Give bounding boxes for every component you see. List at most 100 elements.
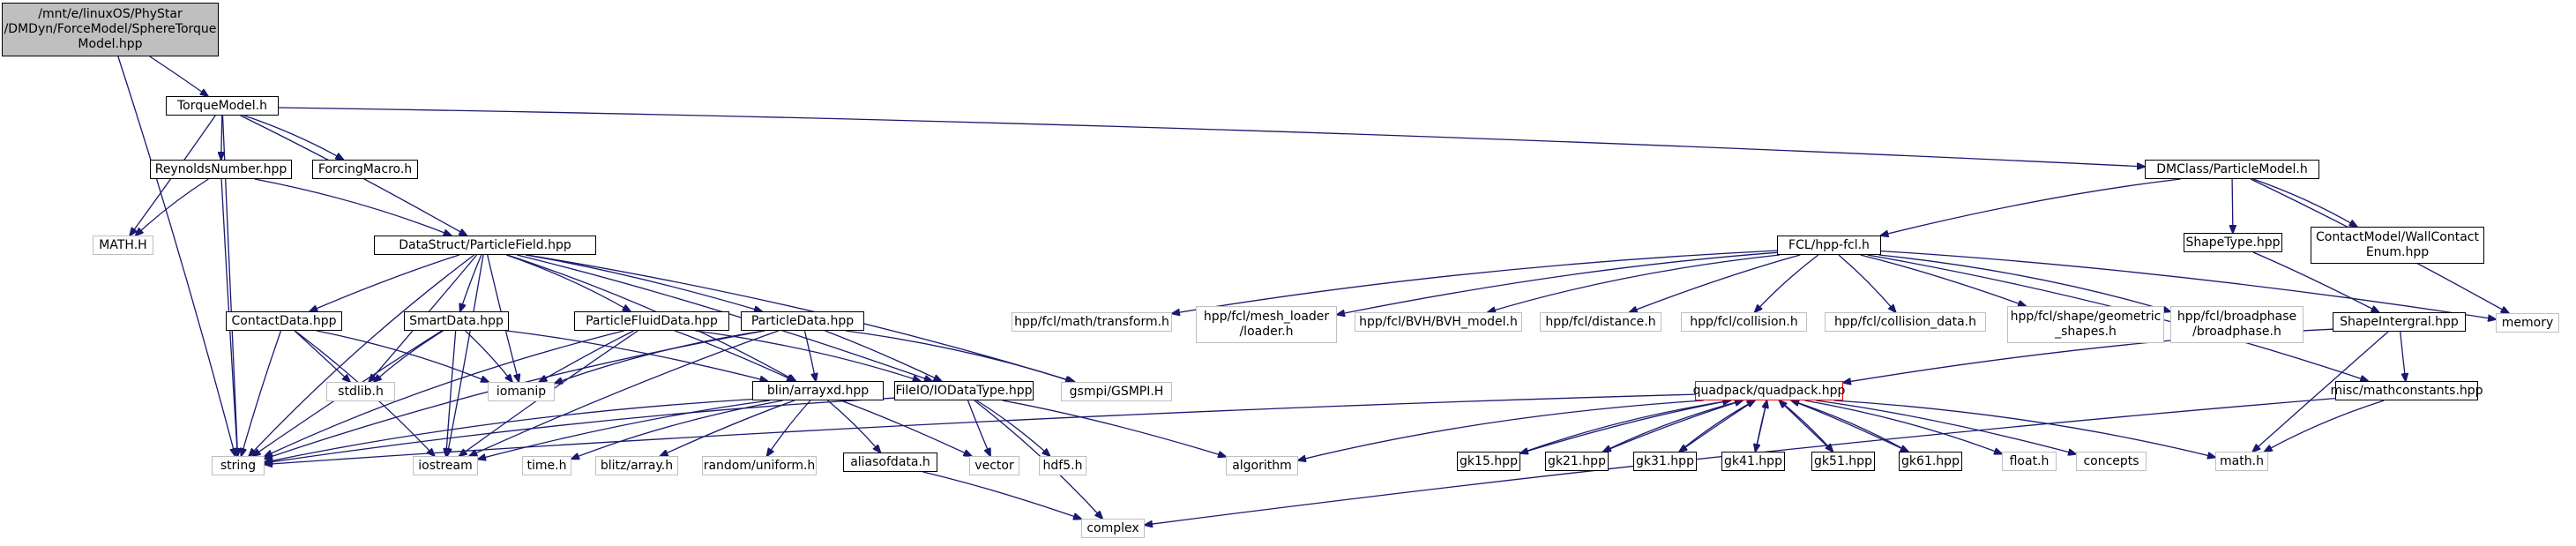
graph-node-bvh[interactable]: hpp/fcl/BVH/BVH_model.h [1355,312,1522,332]
edge-fcl-to-broadphase [1878,254,2171,311]
edge-quadpack-to-gk61 [1790,400,1908,452]
edge-fcl-to-bvh [1488,254,1781,312]
edge-fcl-to-transform [1172,250,1778,313]
graph-node-fcl[interactable]: FCL/hpp-fcl.h [1777,236,1881,255]
graph-node-stdlib[interactable]: stdlib.h [326,382,395,401]
edge-contact-to-string [242,330,282,456]
edge-pfield-to-smart [460,254,482,311]
graph-node-iostream[interactable]: iostream [413,456,478,475]
edge-dmclass-to-shapetype [2232,178,2233,233]
graph-node-shapetype[interactable]: ShapeType.hpp [2184,233,2282,252]
edge-blin-to-aliasof [827,400,881,453]
edge-root-to-string [117,56,235,456]
graph-node-torque[interactable]: TorqueModel.h [166,96,279,116]
edge-quadpack-to-gk15 [1520,400,1731,453]
edge-fcl-to-colldata [1838,254,1896,312]
edge-gk15-to-quadpack [1519,400,1730,454]
edge-pdata-to-iostream [469,330,780,456]
graph-node-gk41[interactable]: gk41.hpp [1721,452,1785,471]
edge-fileio-to-string [265,397,895,463]
graph-node-forcing[interactable]: ForcingMacro.h [312,160,418,179]
edge-gk31-to-quadpack [1678,400,1755,453]
graph-node-concepts[interactable]: concepts [2076,452,2147,471]
edge-quadpack-to-floath [1804,400,2002,454]
edge-pfluid-to-iomanip [539,330,634,382]
graph-node-distance[interactable]: hpp/fcl/distance.h [1540,312,1661,332]
graph-node-blitz[interactable]: blitz/array.h [595,456,678,475]
edge-dmclass-to-wallcontact [2252,178,2357,227]
edge-pdata-to-gsmpi [845,330,1073,382]
edge-mathconst-to-mathh [2265,400,2385,452]
edge-reynolds-to-mathH [136,178,209,236]
edge-torque-to-dmclass [278,107,2145,167]
edge-smart-to-blin [506,330,768,381]
edge-fileio-to-vector [967,400,991,456]
graph-node-collision[interactable]: hpp/fcl/collision.h [1681,312,1807,332]
graph-node-fileio[interactable]: FileIO/IODataType.hpp [894,381,1034,400]
edge-pfield-to-string [249,254,475,456]
graph-node-contact[interactable]: ContactData.hpp [226,311,342,331]
edge-quadpack-to-mathh [1833,400,2215,458]
graph-node-wallcontact[interactable]: ContactModel/WallContact Enum.hpp [2311,227,2484,264]
edge-pfield-to-pfluid [505,254,631,311]
graph-node-broadphase[interactable]: hpp/fcl/broadphase /broadphase.h [2170,306,2303,343]
edge-dmclass-to-fcl [1881,178,2181,236]
graph-node-blin[interactable]: blin/arrayxd.hpp [752,381,884,400]
graph-node-memory[interactable]: memory [2496,313,2559,333]
edge-shapetype-to-shapeint [2252,251,2379,312]
graph-node-geomshapes[interactable]: hpp/fcl/shape/geometric _shapes.h [2007,306,2164,343]
graph-node-gsmpi[interactable]: gsmpi/GSMPI.H [1061,382,1172,401]
graph-node-mathh[interactable]: math.h [2215,452,2268,471]
graph-node-random[interactable]: random/uniform.h [702,456,817,475]
edge-pfluid-to-string [265,330,624,457]
edge-smart-to-iomanip [465,330,512,382]
graph-node-smart[interactable]: SmartData.hpp [404,311,509,331]
edge-pfield-to-pdata [525,254,762,311]
edge-shapeint-to-mathh [2252,331,2389,452]
edge-fcl-to-distance [1630,254,1801,312]
graph-node-gk51[interactable]: gk51.hpp [1811,452,1875,471]
graph-node-iomanip[interactable]: iomanip [488,382,555,401]
edge-pfield-to-iostream [447,254,484,456]
edge-shapeint-to-mathconst [2400,331,2406,381]
edge-pfield-to-contact [310,254,459,311]
edge-pdata-to-fileio [825,330,942,381]
graph-node-dmclass[interactable]: DMClass/ParticleModel.h [2145,160,2319,179]
edge-reynolds-to-pfield [254,178,452,236]
edge-fcl-to-collision [1755,254,1819,312]
graph-node-mathH[interactable]: MATH.H [93,236,153,255]
graph-node-reynolds[interactable]: ReynoldsNumber.hpp [150,160,292,179]
graph-node-meshloader[interactable]: hpp/fcl/mesh_loader /loader.h [1196,306,1337,343]
edge-blin-to-blitz [661,400,795,456]
graph-node-vector[interactable]: vector [969,456,1019,475]
graph-node-shapeint[interactable]: ShapeIntergral.hpp [2333,312,2466,332]
edge-blin-to-timeh [571,400,783,459]
graph-node-algorithm[interactable]: algorithm [1226,456,1298,475]
graph-node-gk61[interactable]: gk61.hpp [1899,452,1962,471]
edge-quadpack-to-concepts [1816,400,2076,454]
graph-node-complex[interactable]: complex [1081,519,1145,538]
graph-node-quadpack[interactable]: quadpack/quadpack.hpp [1693,381,1845,400]
graph-node-gk31[interactable]: gk31.hpp [1633,452,1697,471]
edge-torque-to-reynolds [221,115,222,160]
edge-quadpack-to-gk21 [1603,400,1743,452]
edge-pfluid-to-blin [674,330,795,381]
graph-node-aliasof[interactable]: aliasofdata.h [843,453,937,472]
graph-node-pfluid[interactable]: ParticleFluidData.hpp [574,311,729,331]
graph-node-string[interactable]: string [212,456,265,475]
graph-node-floath[interactable]: float.h [2002,452,2057,471]
graph-node-transform[interactable]: hpp/fcl/math/transform.h [1012,312,1172,332]
graph-node-gk21[interactable]: gk21.hpp [1545,452,1609,471]
graph-node-pfield[interactable]: DataStruct/ParticleField.hpp [374,236,596,255]
graph-node-root: /mnt/e/linuxOS/PhyStar /DMDyn/ForceModel… [2,3,219,56]
edge-fileio-to-hdf5 [976,400,1050,456]
graph-node-hdf5[interactable]: hdf5.h [1039,456,1086,475]
edge-gk21-to-quadpack [1602,400,1743,453]
graph-node-timeh[interactable]: time.h [522,456,571,475]
graph-node-colldata[interactable]: hpp/fcl/collision_data.h [1825,312,1986,332]
graph-node-mathconst[interactable]: misc/mathconstants.hpp [2330,381,2483,400]
edge-smart-to-stdlib [374,330,444,382]
graph-node-gk15[interactable]: gk15.hpp [1457,452,1520,471]
edge-quadpack-to-string [265,393,1696,464]
graph-node-pdata[interactable]: ParticleData.hpp [741,311,864,331]
